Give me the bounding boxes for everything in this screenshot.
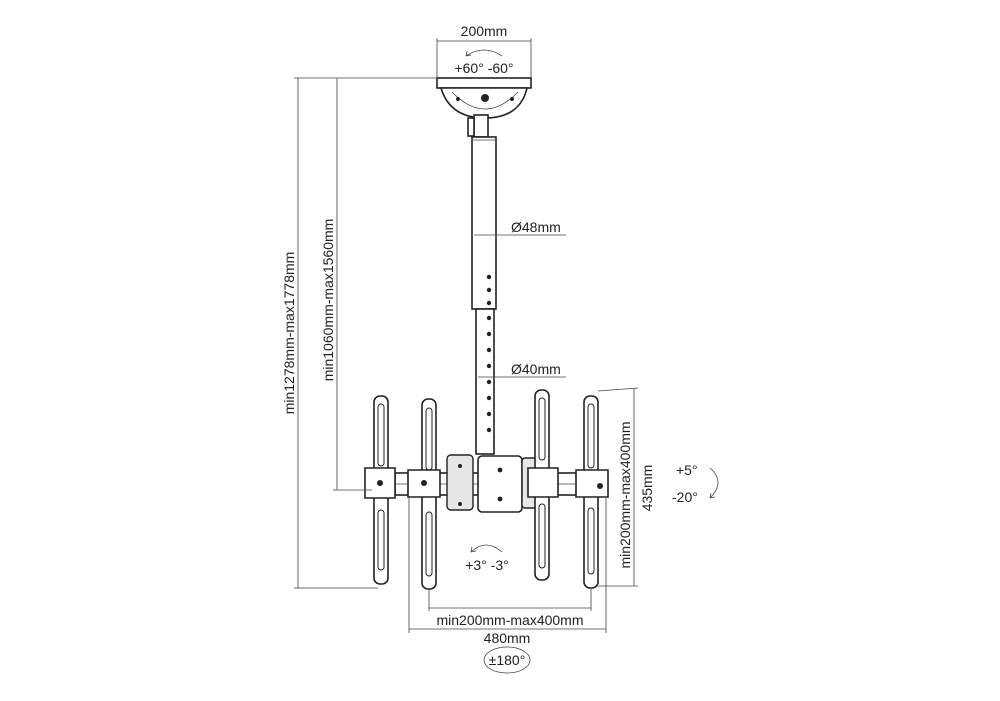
vesa-vertical-dimension: min200mm-max400mm [597,387,639,587]
upper-tube-diameter-label: Ø48mm [511,219,561,235]
height-total-dimension: min1278mm-max1778mm [281,77,437,589]
tilt-indicator: +5° -20° [672,462,719,505]
height-pole-dimension: min1060mm-max1560mm [320,78,372,491]
plate-width-label: 200mm [461,23,508,39]
overall-width-dimension: 480mm [408,498,607,646]
overall-width-label: 480mm [484,630,531,646]
level-adjust-arc-icon [470,544,503,553]
swivel-ellipse-icon [483,646,531,674]
vesa-horizontal-dimension: min200mm-max400mm [428,589,592,628]
plate-width-dimension: 200mm +60° -60° [436,23,532,78]
tube-diameter-callouts: Ø48mm Ø40mm [474,219,566,378]
vesa-bracket-inner-right [527,389,559,581]
tilt-down-label: -20° [672,489,698,505]
ceiling-plate [436,77,532,138]
plate-rotation-arc [465,49,503,57]
arm-height-label: 435mm [639,465,655,512]
arm-height-dimension: 435mm [639,465,655,512]
tilt-arc-icon [709,467,719,499]
plate-tilt-label: +60° -60° [454,60,513,76]
vesa-vertical-label: min200mm-max400mm [617,421,633,568]
swivel-label: ±180° [489,652,526,668]
height-total-label: min1278mm-max1778mm [281,252,297,415]
tilt-up-label: +5° [676,462,698,478]
lower-tube-diameter-label: Ø40mm [511,361,561,377]
vesa-bracket-inner-left [407,398,441,590]
vesa-horizontal-label: min200mm-max400mm [436,612,583,628]
level-adjust-indicator: +3° -3° [465,544,509,573]
swivel-indicator: ±180° [483,646,531,674]
level-adjust-label: +3° -3° [465,557,509,573]
vesa-bracket-outer-right [575,395,609,589]
height-pole-label: min1060mm-max1560mm [320,219,336,382]
telescopic-pole [471,136,497,455]
vesa-bracket-outer-left [364,395,396,585]
